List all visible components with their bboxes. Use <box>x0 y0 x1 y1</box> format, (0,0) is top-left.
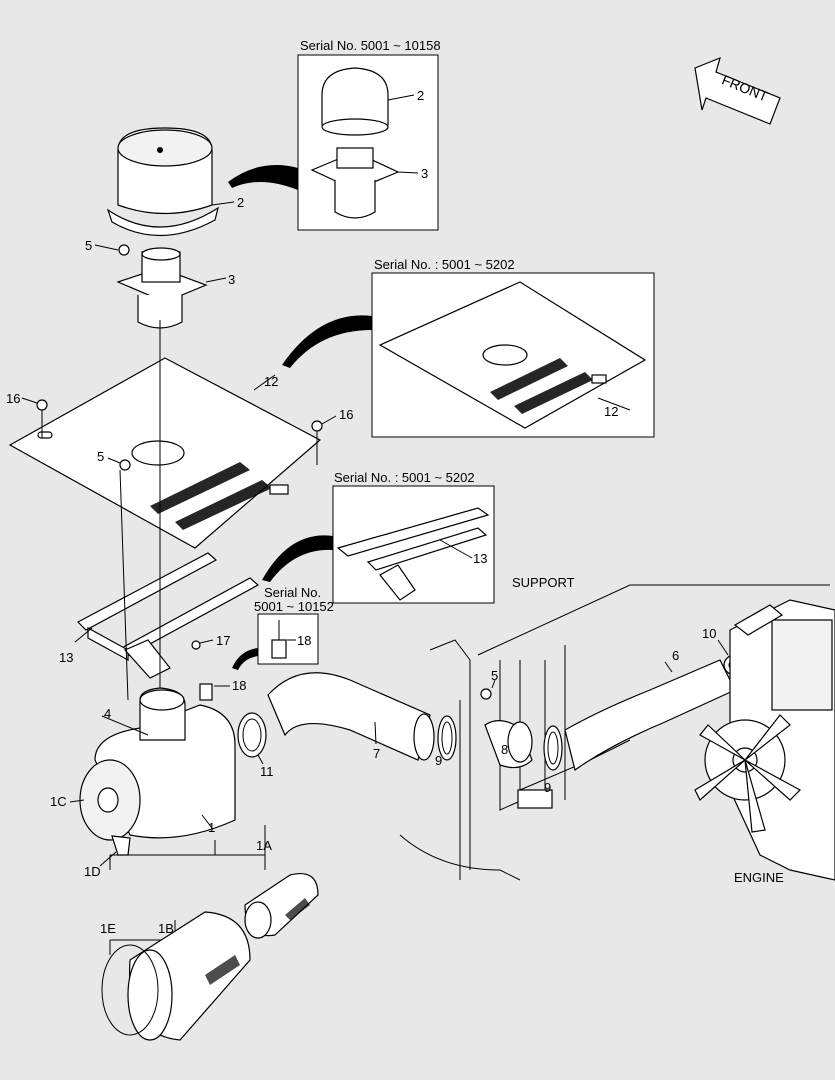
inset-leader-top <box>228 165 298 190</box>
inset-leader-plate <box>282 315 372 368</box>
front-arrow: FRONT <box>694 56 781 125</box>
engine-label: ENGINE <box>734 870 784 885</box>
support-frame: SUPPORT <box>399 575 830 881</box>
inner-filter-element <box>244 873 319 939</box>
inset-support-caption: Serial No. : 5001 ~ 5202 <box>334 470 475 485</box>
inset-sensor-caption-2: 5001 ~ 10152 <box>254 599 334 614</box>
support-bracket: 13 17 <box>59 552 260 679</box>
engine-intake-hose: 6 <box>564 648 736 772</box>
callout-1C: 1C <box>50 794 67 809</box>
mounting-plate: 12 16 16 5 <box>6 357 353 549</box>
callout-2: 2 <box>237 195 244 210</box>
hose-clamp-9-left: 9 <box>435 715 457 768</box>
callout-3: 3 <box>228 272 235 287</box>
hose-clamp-11: 11 <box>237 712 274 779</box>
seal-ring <box>101 944 159 1036</box>
callout-10: 10 <box>702 626 716 641</box>
cooling-fan-icon <box>694 714 801 833</box>
callout-5-top: 5 <box>85 238 92 253</box>
callout-11: 11 <box>260 764 274 779</box>
callout-9-left: 9 <box>435 753 442 768</box>
callout-1: 1 <box>208 820 215 835</box>
callout-1E: 1E <box>100 921 116 936</box>
inset-sensor: Serial No. 5001 ~ 10152 18 <box>254 585 334 665</box>
inset-sensor-caption-1: Serial No. <box>264 585 321 600</box>
callout-1B: 1B <box>158 921 174 936</box>
engine: ENGINE <box>694 599 835 885</box>
callout-9-right: 9 <box>544 780 551 795</box>
inset-precleaner-caption: Serial No. 5001 ~ 10158 <box>300 38 441 53</box>
inset-support: Serial No. : 5001 ~ 5202 13 <box>332 470 495 604</box>
callout-5-right: 5 <box>491 668 498 683</box>
callout-8: 8 <box>501 742 508 757</box>
callout-12: 12 <box>264 374 278 389</box>
callout-4: 4 <box>104 706 111 721</box>
callout-1A: 1A <box>256 838 272 853</box>
hose-clamp-9-right: 9 <box>543 725 563 795</box>
inset-plate-caption: Serial No. : 5001 ~ 5202 <box>374 257 515 272</box>
elbow-pipe: 5 8 <box>480 668 533 769</box>
callout-5-mid: 5 <box>97 449 104 464</box>
air-cleaner-assembly: 4 1C 1 1D <box>50 687 236 879</box>
callout-16-right: 16 <box>339 407 353 422</box>
outer-filter-element <box>127 911 251 1041</box>
restriction-sensor: 18 <box>199 678 246 701</box>
callout-6: 6 <box>672 648 679 663</box>
precleaner-adapter: 3 5 <box>85 238 235 329</box>
callout-18-inset: 18 <box>297 633 311 648</box>
callout-16-left: 16 <box>6 391 20 406</box>
callout-18: 18 <box>232 678 246 693</box>
callout-13: 13 <box>59 650 73 665</box>
intake-hose: 7 <box>267 672 435 761</box>
callout-3-inset: 3 <box>421 166 428 181</box>
inset-leader-support <box>262 535 333 582</box>
precleaner-cap: 2 <box>106 127 244 237</box>
callout-13-inset: 13 <box>473 551 487 566</box>
support-label: SUPPORT <box>512 575 575 590</box>
callout-7: 7 <box>373 746 380 761</box>
inset-plate: Serial No. : 5001 ~ 5202 12 <box>371 257 655 438</box>
inset-leader-sensor <box>232 648 258 670</box>
callout-17: 17 <box>216 633 230 648</box>
callout-12-inset: 12 <box>604 404 618 419</box>
callout-2-inset: 2 <box>417 88 424 103</box>
callout-1D: 1D <box>84 864 101 879</box>
inset-precleaner: Serial No. 5001 ~ 10158 2 3 <box>297 38 441 231</box>
